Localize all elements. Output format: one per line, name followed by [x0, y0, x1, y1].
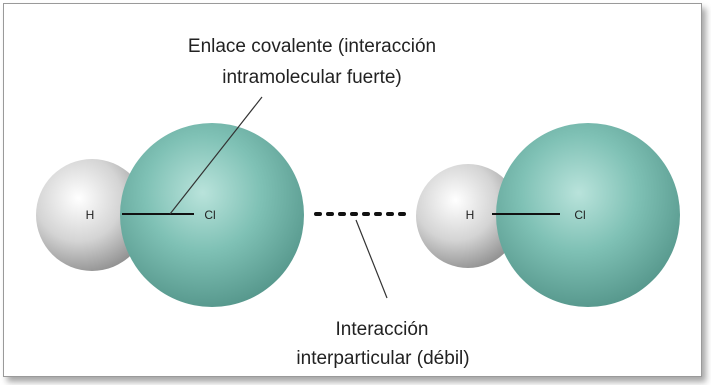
interparticle-label-line1: Interacción — [336, 319, 429, 340]
molecule-1: H Cl — [36, 123, 304, 307]
covalent-leader-line — [169, 96, 263, 215]
covalent-label-line1: Enlace covalente (interacción — [188, 36, 436, 57]
interparticle-label-line2: interparticular (débil) — [296, 348, 469, 369]
hydrogen-atom — [416, 164, 520, 268]
chlorine-atom — [496, 123, 680, 307]
molecule-2: H Cl — [416, 123, 680, 307]
covalent-label-line2: intramolecular fuerte) — [222, 67, 402, 88]
hydrogen-symbol: H — [466, 208, 475, 222]
hydrogen-atom — [36, 159, 148, 271]
chlorine-symbol: Cl — [204, 208, 215, 222]
interparticle-leader-line — [355, 219, 388, 299]
chlorine-symbol: Cl — [574, 208, 585, 222]
chlorine-atom — [120, 123, 304, 307]
hydrogen-symbol: H — [86, 208, 95, 222]
